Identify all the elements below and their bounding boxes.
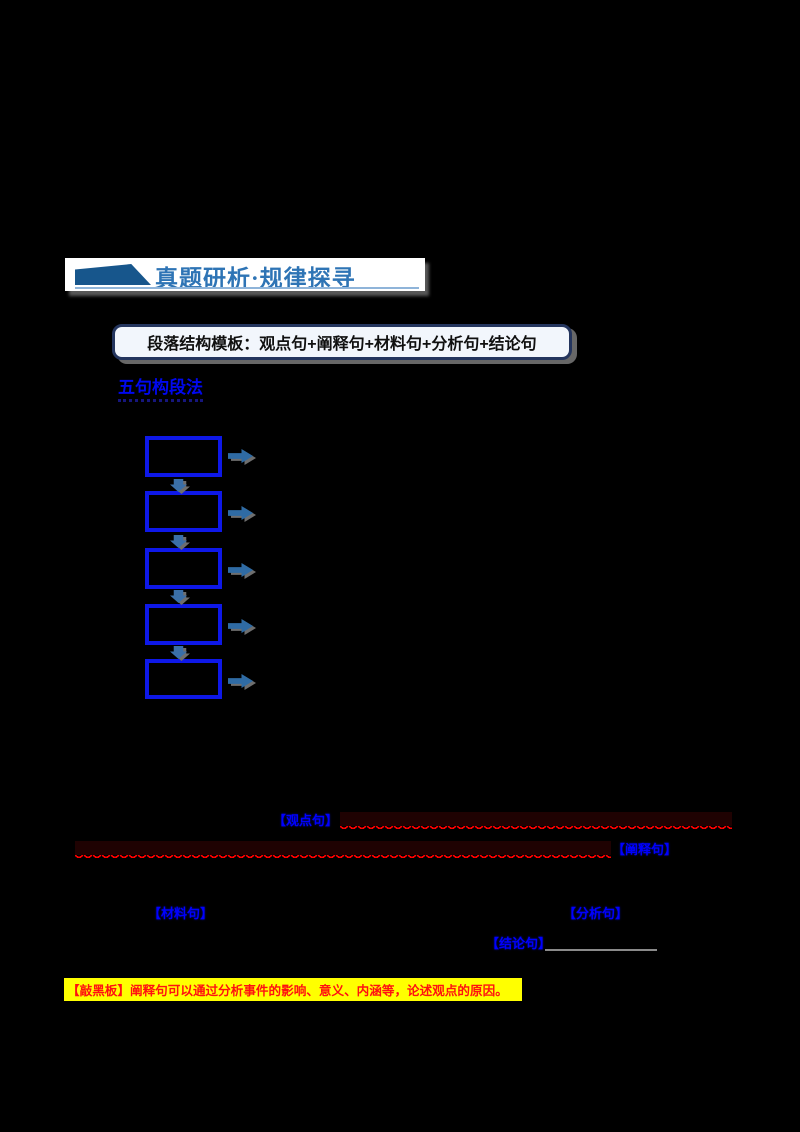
right-arrow-icon [228, 505, 256, 523]
right-arrow-icon [228, 448, 256, 466]
right-arrow-icon [228, 618, 256, 636]
down-arrow-icon [170, 646, 190, 661]
flow-box-2 [145, 491, 222, 532]
ghost-text-line-1 [340, 812, 732, 826]
blackboard-note: 【敲黑板】阐释句可以通过分析事件的影响、意义、内涵等，论述观点的原因。 [64, 978, 522, 1001]
template-box-text: 段落结构模板：观点句+阐释句+材料句+分析句+结论句 [147, 336, 537, 353]
blackboard-note-text: 【敲黑板】阐释句可以通过分析事件的影响、意义、内涵等，论述观点的原因。 [67, 984, 508, 998]
wavy-underline-1 [340, 826, 732, 831]
template-box: 段落结构模板：观点句+阐释句+材料句+分析句+结论句 [112, 324, 572, 360]
right-arrow-icon [228, 562, 256, 580]
ghost-text-line-2 [75, 841, 611, 855]
flow-box-1 [145, 436, 222, 477]
flow-box-5 [145, 659, 222, 699]
down-arrow-icon [170, 479, 190, 494]
right-arrow-icon [228, 673, 256, 691]
subsection-heading: 五句构段法 [118, 373, 203, 402]
annotation-label-viewpoint: 【观点句】 [273, 813, 339, 828]
flow-box-3 [145, 548, 222, 589]
down-arrow-icon [170, 535, 190, 550]
down-arrow-icon [170, 590, 190, 605]
wavy-underline-2 [75, 855, 611, 860]
section-banner: 真题研析·规律探寻 [65, 258, 425, 291]
annotation-label-conclusion: 【结论句】 [486, 936, 552, 951]
flow-box-4 [145, 604, 222, 645]
section-title: 真题研析·规律探寻 [155, 266, 356, 291]
annotation-label-material: 【材料句】 [148, 906, 214, 921]
faint-underline [545, 949, 657, 951]
banner-flag-icon [75, 264, 151, 285]
banner-underline [75, 287, 419, 289]
annotation-label-analysis: 【分析句】 [563, 906, 629, 921]
annotation-label-explanation: 【阐释句】 [612, 842, 678, 857]
